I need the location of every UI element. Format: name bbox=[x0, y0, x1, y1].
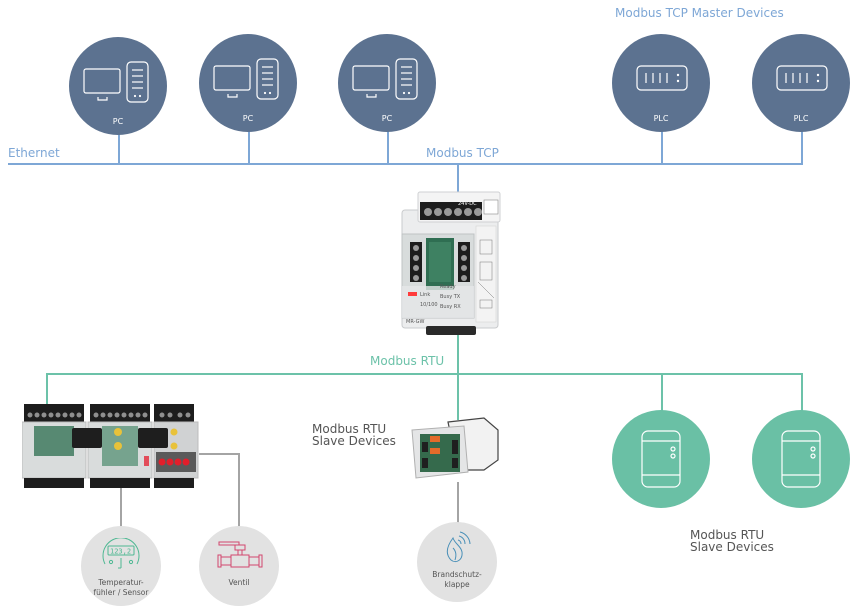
field-device-temperature-sensor[interactable]: 123,2 Temperatur- fühler / Sensor bbox=[81, 526, 161, 606]
fire-damper-icon bbox=[443, 530, 473, 566]
led-label-ready: Ready bbox=[440, 284, 456, 290]
gateway-device[interactable]: 24V-DC Ready Busy TX Busy RX Link 10/100… bbox=[396, 190, 508, 336]
slave-device-2[interactable] bbox=[752, 410, 850, 508]
valve-icon bbox=[217, 538, 263, 570]
plc-icon bbox=[776, 65, 828, 91]
slave1-drop-line bbox=[661, 373, 663, 411]
modbus-rtu-bus-line bbox=[46, 373, 802, 375]
rtu-slaves-right-label: Modbus RTU Slave Devices bbox=[690, 529, 774, 553]
led-label-link: Link bbox=[420, 292, 430, 298]
field-device-label-line2: klappe bbox=[444, 580, 470, 589]
plc1-drop-line bbox=[661, 130, 663, 164]
pc2-drop-line bbox=[248, 130, 250, 164]
slave-device-1[interactable] bbox=[612, 410, 710, 508]
ethernet-bus-line bbox=[8, 163, 803, 165]
gateway-rtu-line bbox=[457, 335, 459, 375]
model-label: MR-GW bbox=[406, 319, 424, 325]
ethernet-label: Ethernet bbox=[8, 146, 60, 160]
damper-module-drop-line bbox=[457, 375, 459, 420]
pc-icon bbox=[81, 59, 155, 105]
pc3-drop-line bbox=[387, 130, 389, 164]
led-label-busy-rx: Busy RX bbox=[440, 304, 461, 310]
master-device-plc-1[interactable]: PLC bbox=[612, 34, 710, 132]
master-device-plc-2[interactable]: PLC bbox=[752, 34, 850, 132]
tcp-master-devices-label: Modbus TCP Master Devices bbox=[615, 6, 784, 20]
slave2-drop-line bbox=[801, 373, 803, 411]
pc1-drop-line bbox=[118, 134, 120, 164]
label-line2: Slave Devices bbox=[312, 434, 396, 448]
supply-label: 24V-DC bbox=[458, 201, 477, 207]
master-device-pc-1[interactable]: PC bbox=[69, 37, 167, 135]
valve-link-line-h bbox=[199, 453, 239, 455]
master-device-pc-3[interactable]: PC bbox=[338, 34, 436, 132]
device-label: PLC bbox=[793, 114, 809, 123]
device-label: PC bbox=[381, 114, 393, 123]
field-device-label: Ventil bbox=[228, 578, 250, 587]
valve-drop-line bbox=[238, 453, 240, 529]
sensor-drop-line bbox=[120, 488, 122, 528]
io-modules-drop-line bbox=[46, 373, 48, 405]
gateway-tcp-line bbox=[457, 163, 459, 198]
sensor-display: 123,2 bbox=[110, 548, 131, 556]
io-module-icon bbox=[640, 429, 682, 489]
field-device-label-line2: fühler / Sensor bbox=[93, 588, 149, 597]
led-label-busy-tx: Busy TX bbox=[440, 294, 461, 300]
field-device-label-line1: Brandschutz- bbox=[432, 570, 482, 579]
label-line2: Slave Devices bbox=[690, 540, 774, 554]
plc-icon bbox=[636, 65, 688, 91]
plc2-drop-line bbox=[801, 130, 803, 164]
device-label: PC bbox=[112, 117, 124, 126]
pc-icon bbox=[350, 56, 424, 102]
io-module-icon bbox=[780, 429, 822, 489]
modbus-rtu-label: Modbus RTU bbox=[370, 354, 445, 368]
io-modules-din-rail[interactable] bbox=[22, 402, 200, 490]
field-device-fire-damper[interactable]: Brandschutz- klappe bbox=[417, 522, 497, 602]
master-device-pc-2[interactable]: PC bbox=[199, 34, 297, 132]
label-line1: Modbus RTU bbox=[312, 422, 387, 436]
damper-drop-line bbox=[457, 482, 459, 524]
field-device-label-line1: Temperatur- bbox=[98, 578, 144, 587]
device-label: PLC bbox=[653, 114, 669, 123]
fire-damper-module[interactable] bbox=[408, 416, 500, 484]
temperature-sensor-icon: 123,2 bbox=[99, 538, 143, 572]
led-label-speed: 10/100 bbox=[420, 302, 438, 308]
device-label: PC bbox=[242, 114, 254, 123]
label-line1: Modbus RTU bbox=[690, 528, 765, 542]
rtu-slaves-center-label: Modbus RTU Slave Devices bbox=[312, 423, 396, 447]
modbus-tcp-label: Modbus TCP bbox=[426, 146, 499, 160]
pc-icon bbox=[211, 56, 285, 102]
field-device-valve[interactable]: Ventil bbox=[199, 526, 279, 606]
